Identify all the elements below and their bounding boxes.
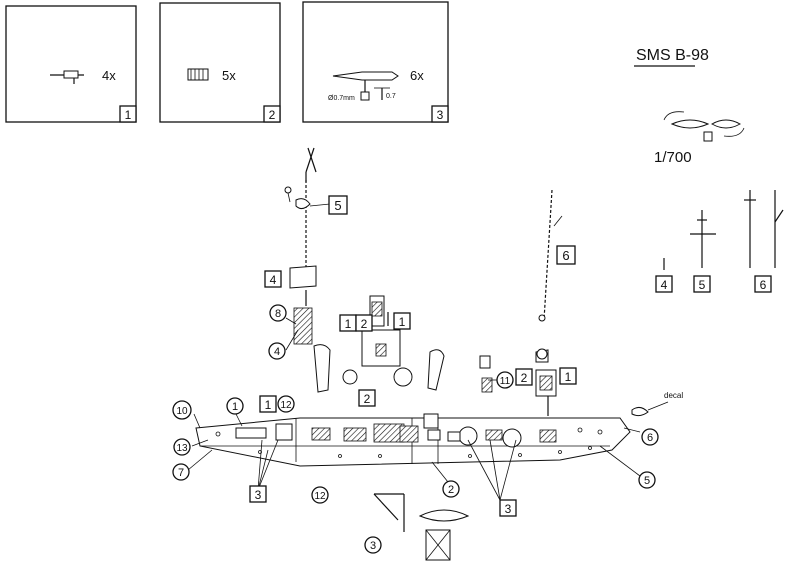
scale-label: 1/700 — [654, 149, 692, 166]
panel-1-number: 1 — [125, 108, 132, 122]
mast-detail-4: 4 — [661, 278, 668, 292]
circle-callouts: 8 4 10 1 12 13 7 12 2 3 11 6 5 — [172, 304, 659, 554]
mainmast — [535, 189, 563, 416]
decal-label: decal — [664, 391, 683, 400]
davit-part-icon — [332, 71, 399, 101]
callout-circle-c12a: 12 — [280, 400, 292, 411]
callout-circle-c7: 7 — [178, 467, 184, 479]
panel-3-length-note: 0.7 — [386, 93, 396, 100]
callout-sq-mast6: 6 — [562, 248, 569, 263]
propeller-icon — [663, 111, 745, 142]
callout-circle-c12b: 12 — [314, 491, 326, 502]
mast-detail-5: 5 — [699, 278, 706, 292]
bow-decal: decal — [631, 391, 683, 417]
callout-sq-mid2: 2 — [364, 392, 371, 406]
callout-sq-g1a: 1 — [345, 317, 352, 331]
callout-sq-mast5: 5 — [334, 198, 341, 213]
callout-circle-c1: 1 — [232, 401, 238, 413]
callout-sq-aft2: 2 — [521, 371, 528, 385]
callout-circle-c6: 6 — [647, 432, 653, 444]
deck-fittings — [215, 413, 603, 448]
leader-lines — [187, 317, 641, 501]
callout-sq-top4: 4 — [270, 273, 277, 287]
callout-sq-g1b: 1 — [399, 315, 406, 329]
panel-1-quantity: 4x — [102, 68, 116, 83]
gun-part-icon — [50, 70, 84, 84]
callout-sq-low3b: 3 — [505, 502, 512, 516]
callout-circle-c5: 5 — [644, 475, 650, 487]
callout-sq-g2: 2 — [361, 317, 368, 331]
panel-3-number: 3 — [437, 108, 444, 122]
callout-circle-c2: 2 — [448, 484, 454, 496]
square-callouts: 5 6 4 1 2 1 1 2 2 1 3 3 — [249, 195, 577, 517]
callout-circle-c10: 10 — [176, 406, 188, 417]
bridge-assembly — [313, 295, 548, 393]
panel-3-diameter-note: Ø0.7mm — [328, 95, 355, 102]
callout-sq-bow1: 1 — [265, 398, 272, 412]
callout-circle-c3: 3 — [370, 540, 376, 552]
panel-2-number: 2 — [269, 108, 276, 122]
small-parts-lower — [373, 493, 470, 561]
panel-2-quantity: 5x — [222, 68, 236, 83]
callout-circle-c4: 4 — [274, 346, 280, 358]
callout-circle-c8: 8 — [275, 308, 281, 320]
mast-detail-6: 6 — [760, 278, 767, 292]
inset-panel-3: 3 6x Ø0.7mm 0.7 — [302, 1, 449, 123]
callout-circle-c13: 13 — [176, 443, 188, 454]
callout-sq-low3: 3 — [255, 488, 262, 502]
inset-panel-2: 2 5x — [159, 2, 281, 123]
panel-3-quantity: 6x — [410, 68, 424, 83]
inset-panel-1: 1 4x — [5, 5, 137, 123]
vent-part-icon — [187, 68, 209, 81]
foremast — [284, 147, 331, 345]
mast-detail-views: 4 5 6 — [655, 190, 784, 293]
model-title: SMS B-98 — [636, 47, 709, 64]
callout-sq-aft1: 1 — [565, 370, 572, 384]
callout-circle-c11: 11 — [500, 376, 511, 387]
